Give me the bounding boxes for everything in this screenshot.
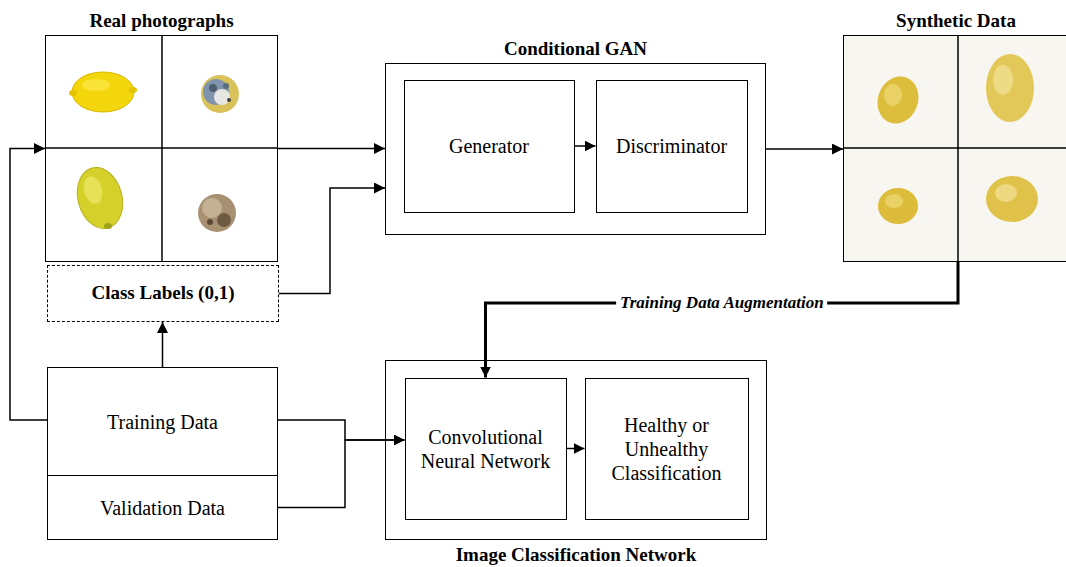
process-box: Convolutional Neural Network — [405, 378, 567, 520]
box-label: Validation Data — [100, 496, 225, 520]
connector-arrow — [162, 322, 164, 367]
network-group: Image Classification NetworkConvolutiona… — [385, 360, 767, 540]
group-title: Image Classification Network — [456, 544, 697, 566]
connector-arrow — [279, 188, 385, 294]
connector-arrow — [278, 148, 385, 150]
gan-group: Conditional GANGeneratorDiscriminator — [385, 63, 766, 235]
group-title: Conditional GAN — [504, 38, 647, 60]
healthy-lemon — [69, 72, 137, 112]
data-box: Validation Data — [47, 475, 278, 540]
synthetic-lemon — [871, 54, 1038, 224]
box-label: Convolutional Neural Network — [412, 425, 560, 473]
connector-arrow — [766, 148, 843, 150]
label-box: Class Labels (0,1) — [47, 265, 279, 322]
box-label: Training Data — [107, 410, 218, 434]
group-title: Synthetic Data — [896, 10, 1016, 32]
process-box: Healthy or Unhealthy Classification — [585, 378, 749, 520]
moldy-lemon — [201, 75, 239, 113]
box-label: Class Labels (0,1) — [91, 282, 234, 305]
box-label: Generator — [449, 134, 529, 158]
photo-grid: Real photographs — [45, 35, 278, 262]
connector-arrow — [575, 145, 596, 147]
synthetic-ground — [844, 36, 1066, 261]
connector-arrow — [10, 149, 47, 421]
box-label: Healthy or Unhealthy Classification — [592, 413, 742, 485]
rotten-lemon — [198, 194, 236, 232]
synthetic-grid: Synthetic Data — [843, 35, 1066, 262]
grid-line — [843, 147, 1066, 149]
box-label: Discriminator — [616, 134, 727, 158]
process-box: Discriminator — [596, 80, 748, 213]
connector-arrow — [567, 448, 585, 450]
data-box: Training Data — [47, 367, 278, 476]
process-box: Generator — [404, 80, 575, 213]
grid-line — [45, 147, 278, 149]
healthy-lemon — [71, 162, 130, 233]
group-title: Real photographs — [89, 10, 233, 32]
edge-label: Training Data Augmentation — [616, 293, 828, 313]
